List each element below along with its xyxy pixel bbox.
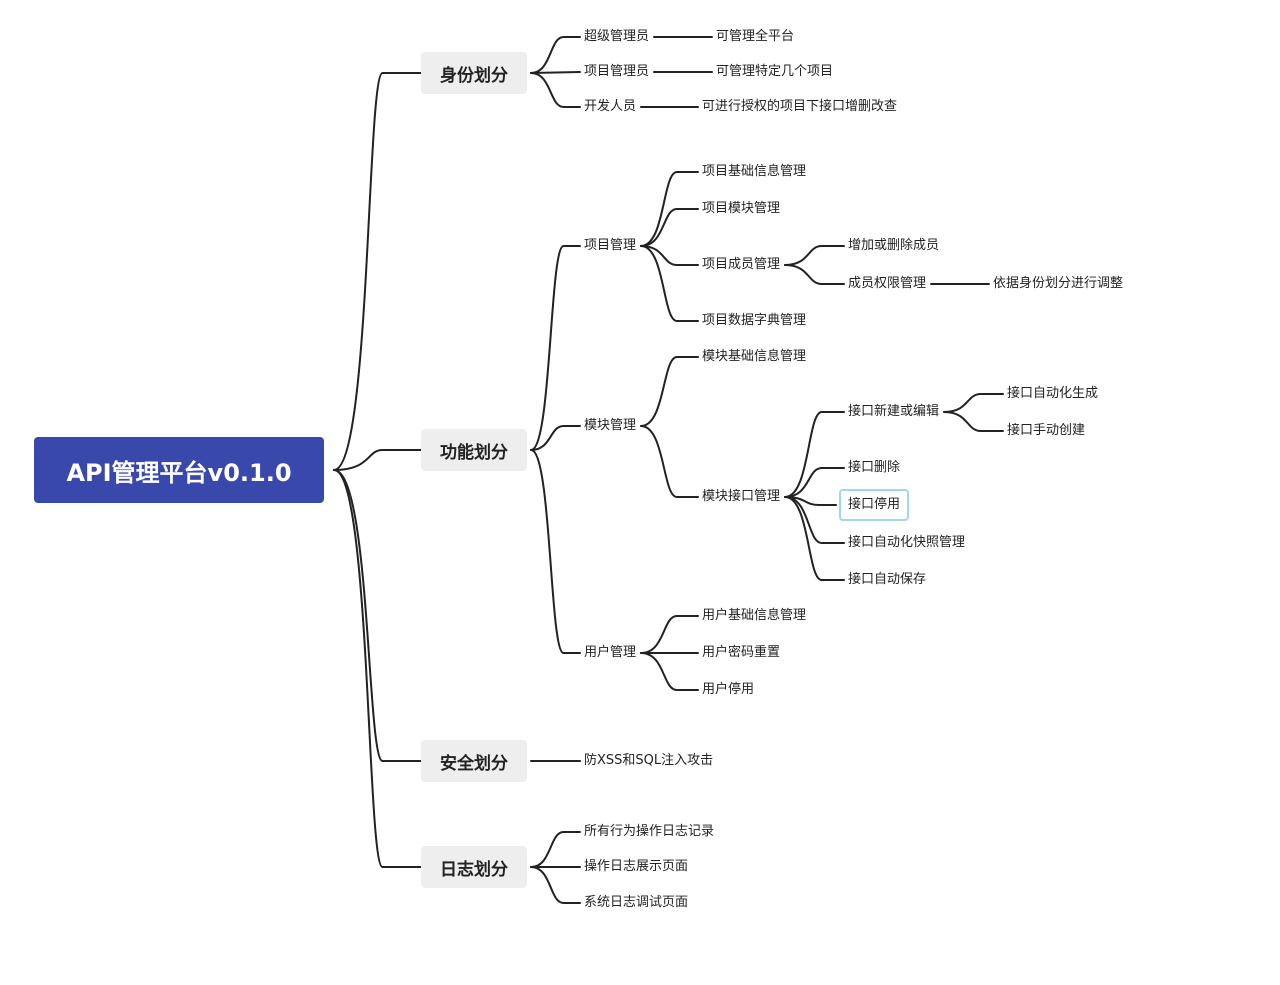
- subtopic-b1c1[interactable]: 超级管理员: [583, 28, 651, 46]
- connector-b2c2b1-b2c2b1a: [943, 393, 1004, 413]
- connector-b2c2-b2c2b: [640, 425, 699, 498]
- connector-b2c1-b2c1a: [640, 171, 699, 247]
- subtopic-b1c3a[interactable]: 可进行授权的项目下接口增删改查: [701, 98, 899, 116]
- root-topic[interactable]: API管理平台v0.1.0: [34, 437, 324, 503]
- subtopic-b2c2[interactable]: 模块管理: [583, 417, 638, 435]
- subtopic-b2c2b4[interactable]: 接口自动化快照管理: [847, 534, 967, 552]
- subtopic-b1c2a[interactable]: 可管理特定几个项目: [715, 63, 835, 81]
- connector-root-b4: [333, 469, 422, 868]
- subtopic-b4c1[interactable]: 所有行为操作日志记录: [583, 823, 716, 841]
- connector-root-b2: [333, 449, 422, 471]
- connector-b2-b2c3: [530, 449, 581, 654]
- connector-b1-b1c1: [530, 36, 581, 74]
- branch-topic-b4[interactable]: 日志划分: [421, 846, 527, 888]
- connector-b2-b2c2: [530, 425, 581, 451]
- subtopic-b2c3a[interactable]: 用户基础信息管理: [701, 607, 808, 625]
- subtopic-b2c2b3[interactable]: 接口停用: [839, 489, 910, 521]
- connector-b2c1c-b2c1c2: [784, 264, 845, 285]
- subtopic-b2c1c2[interactable]: 成员权限管理: [847, 275, 928, 293]
- subtopic-b2c1d[interactable]: 项目数据字典管理: [701, 312, 808, 330]
- connector-b2-b2c1: [530, 245, 581, 451]
- subtopic-b2c1a[interactable]: 项目基础信息管理: [701, 163, 808, 181]
- subtopic-b2c2b[interactable]: 模块接口管理: [701, 488, 782, 506]
- connector-b4-b4c1: [530, 831, 581, 868]
- subtopic-b1c2[interactable]: 项目管理员: [583, 63, 651, 81]
- branch-topic-b3[interactable]: 安全划分: [421, 740, 527, 782]
- connector-b2c1c-b2c1c1: [784, 245, 845, 266]
- connector-b2c1-b2c1c: [640, 245, 699, 266]
- connector-root-b3: [333, 469, 422, 762]
- subtopic-b2c3b[interactable]: 用户密码重置: [701, 644, 782, 662]
- subtopic-b3c1[interactable]: 防XSS和SQL注入攻击: [583, 752, 715, 770]
- subtopic-b2c1[interactable]: 项目管理: [583, 237, 638, 255]
- subtopic-b4c2[interactable]: 操作日志展示页面: [583, 858, 690, 876]
- subtopic-b2c3[interactable]: 用户管理: [583, 644, 638, 662]
- connector-b1-b1c2: [530, 71, 581, 74]
- subtopic-b2c1c2a[interactable]: 依据身份划分进行调整: [992, 275, 1125, 293]
- connector-b2c3-b2c3a: [640, 615, 699, 654]
- subtopic-b2c2b1b[interactable]: 接口手动创建: [1006, 422, 1087, 440]
- subtopic-b1c3[interactable]: 开发人员: [583, 98, 638, 116]
- connector-b2c2b1-b2c2b1b: [943, 411, 1004, 432]
- subtopic-b2c2b2[interactable]: 接口删除: [847, 459, 902, 477]
- connector-b2c3-b2c3c: [640, 652, 699, 691]
- connector-b2c1-b2c1d: [640, 245, 699, 322]
- subtopic-b2c1c1[interactable]: 增加或删除成员: [847, 237, 941, 255]
- connector-b2c2b-b2c2b5: [784, 496, 845, 581]
- subtopic-b2c2b5[interactable]: 接口自动保存: [847, 571, 928, 589]
- connector-b2c2-b2c2a: [640, 356, 699, 427]
- subtopic-b1c1a[interactable]: 可管理全平台: [715, 28, 796, 46]
- connector-b2c2b-b2c2b2: [784, 467, 845, 498]
- subtopic-b2c2a[interactable]: 模块基础信息管理: [701, 348, 808, 366]
- subtopic-b4c3[interactable]: 系统日志调试页面: [583, 894, 690, 912]
- subtopic-b2c1b[interactable]: 项目模块管理: [701, 200, 782, 218]
- subtopic-b2c1c[interactable]: 项目成员管理: [701, 256, 782, 274]
- connector-b1-b1c3: [530, 72, 581, 108]
- branch-topic-b2[interactable]: 功能划分: [421, 429, 527, 471]
- connector-b4-b4c3: [530, 866, 581, 904]
- subtopic-b2c2b1[interactable]: 接口新建或编辑: [847, 403, 941, 421]
- subtopic-b2c3c[interactable]: 用户停用: [701, 681, 756, 699]
- connector-b2c2b-b2c2b1: [784, 411, 845, 498]
- connector-root-b1: [333, 72, 422, 471]
- branch-topic-b1[interactable]: 身份划分: [421, 52, 527, 94]
- subtopic-b2c2b1a[interactable]: 接口自动化生成: [1006, 385, 1100, 403]
- connector-b2c1-b2c1b: [640, 208, 699, 247]
